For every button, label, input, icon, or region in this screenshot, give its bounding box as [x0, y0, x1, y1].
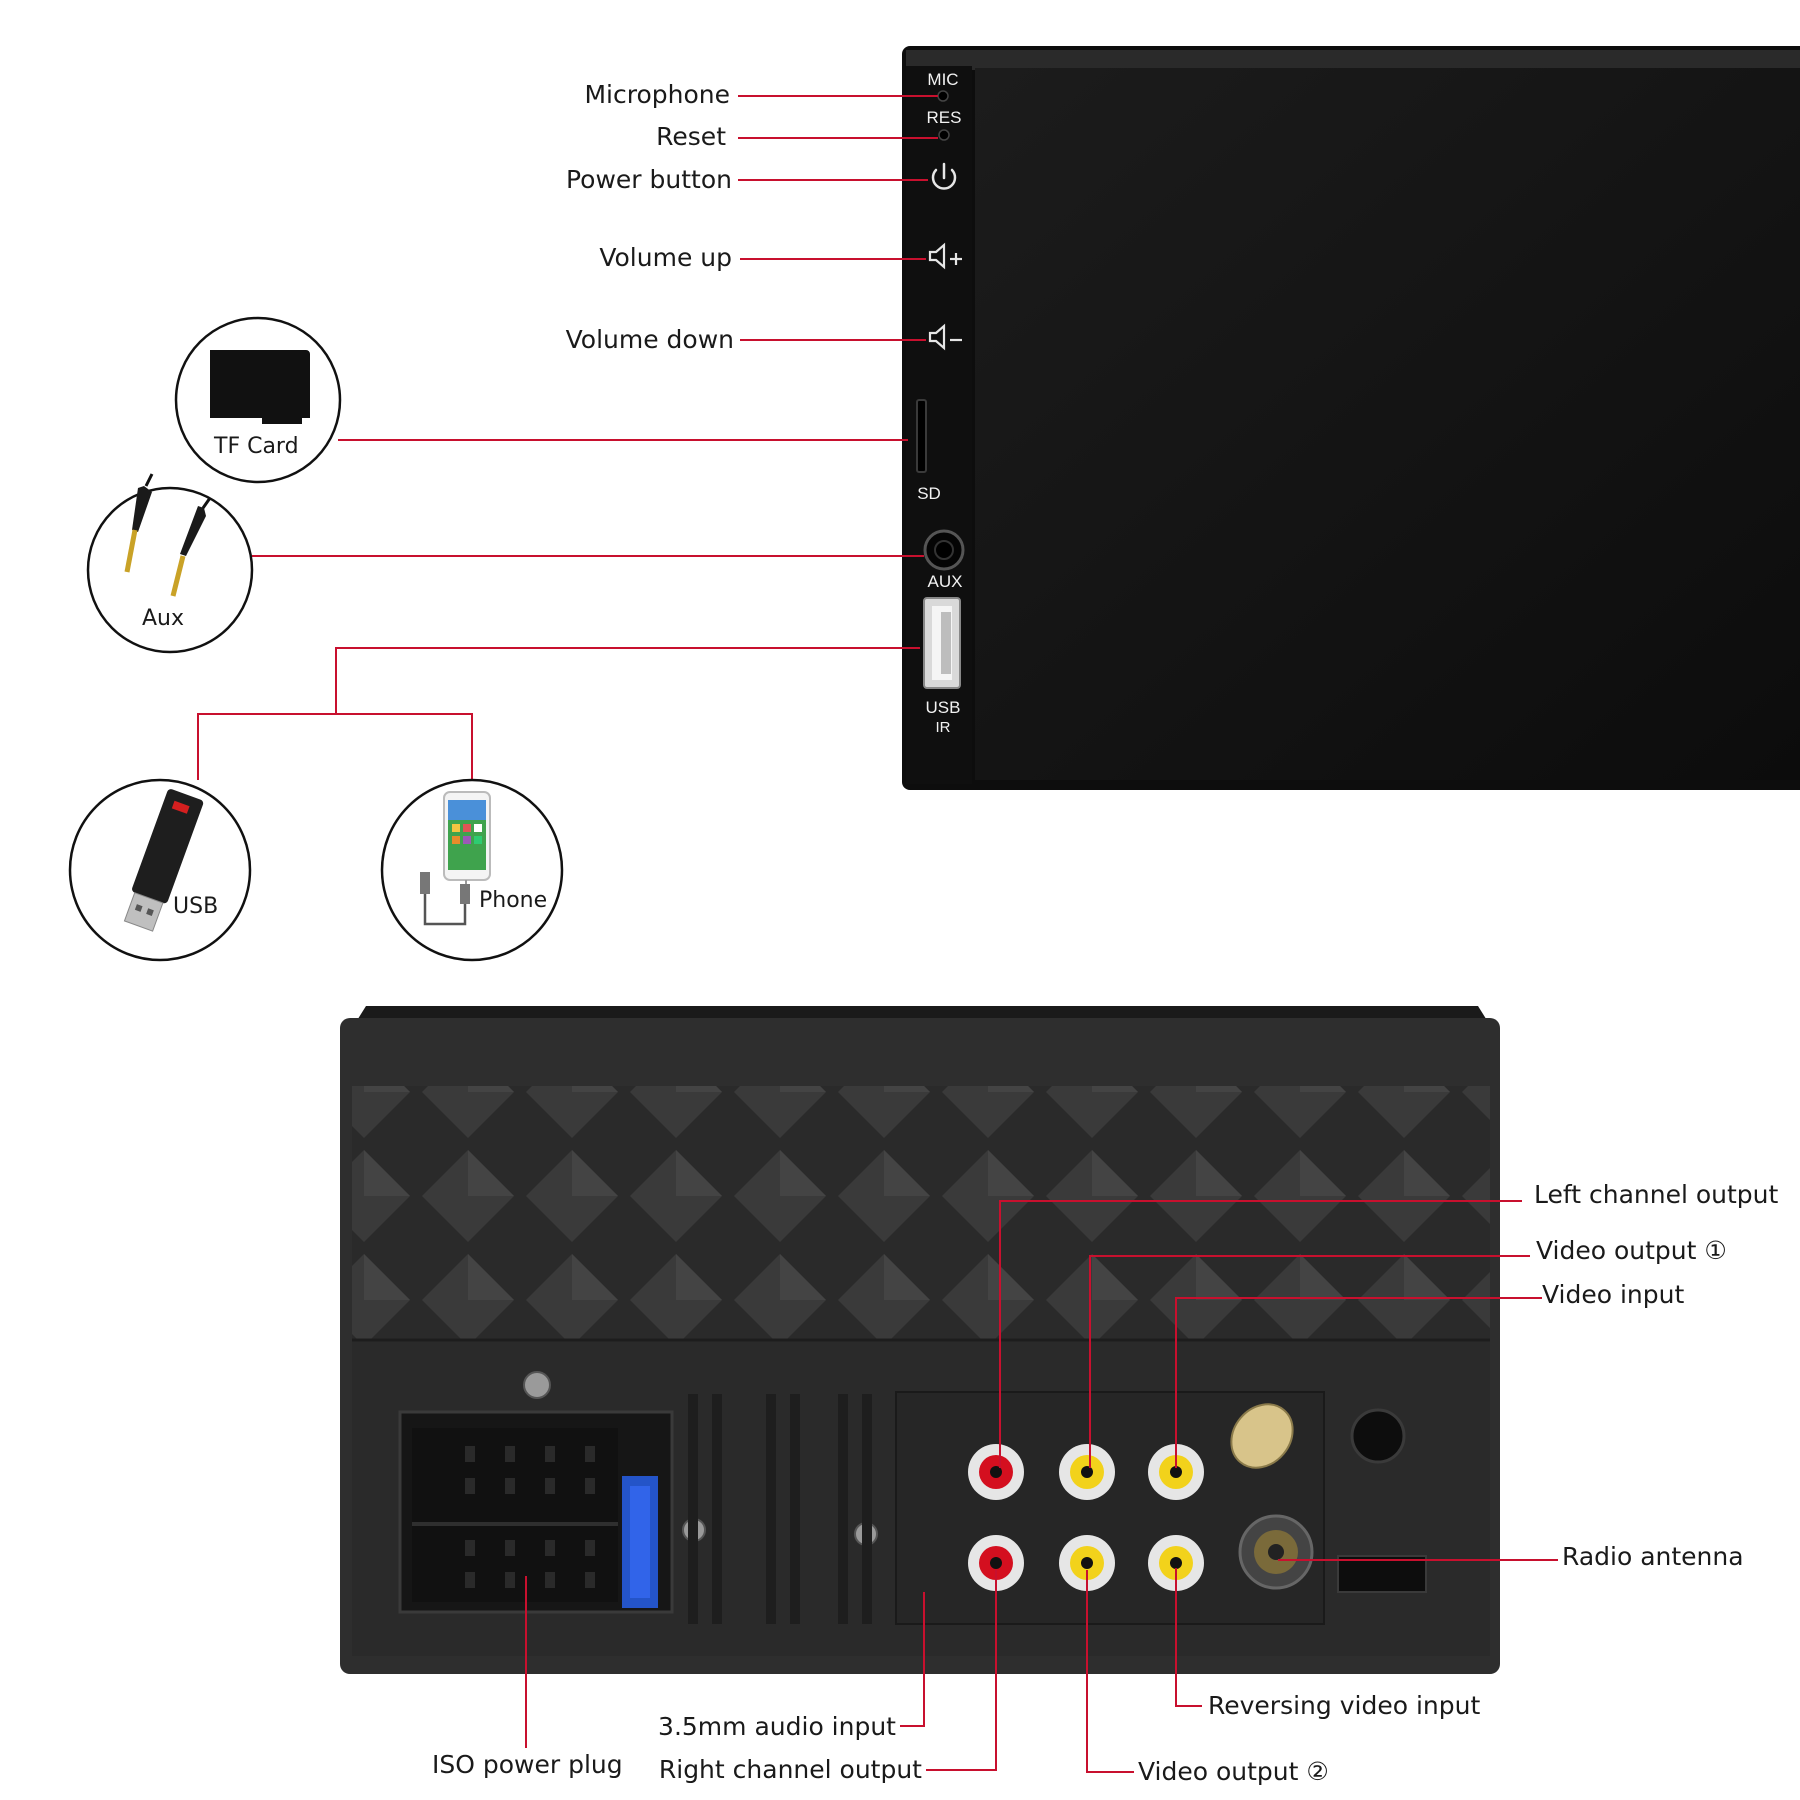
phone-label: Phone	[479, 888, 548, 913]
aux-cable-icon	[124, 473, 212, 597]
tf-card-icon	[210, 350, 310, 424]
rear-leader-lines	[525, 1200, 1558, 1773]
callout-power-button: Power button	[566, 165, 732, 194]
callout-audio-input-35: 3.5mm audio input	[658, 1712, 896, 1741]
usb-label: USB	[925, 698, 961, 717]
rca-right-channel[interactable]	[968, 1535, 1024, 1591]
aux-jack[interactable]	[923, 529, 965, 571]
mic-hole-icon	[937, 90, 949, 102]
callout-radio-antenna: Radio antenna	[1562, 1542, 1744, 1571]
callout-video-output-2: Video output ②	[1138, 1757, 1329, 1786]
res-label: RES	[926, 108, 962, 127]
mic-label: MIC	[927, 70, 959, 89]
gps-port[interactable]	[1337, 1408, 1427, 1593]
usb-circle	[68, 778, 252, 962]
tf-card-circle	[174, 316, 342, 484]
front-panel	[902, 46, 1800, 790]
rca-left-channel[interactable]	[968, 1444, 1024, 1500]
aux-accessory-label: Aux	[142, 606, 185, 631]
callout-volume-up: Volume up	[599, 243, 732, 272]
power-icon[interactable]	[931, 162, 957, 190]
callout-left-channel-output: Left channel output	[1534, 1180, 1779, 1209]
usb-stick-icon	[123, 789, 204, 932]
radio-antenna-socket[interactable]	[1238, 1514, 1314, 1590]
aux-label: AUX	[927, 572, 963, 591]
callout-reset: Reset	[656, 122, 726, 151]
callout-video-input: Video input	[1542, 1280, 1685, 1309]
tf-card-label: TF Card	[214, 434, 299, 459]
front-leader-lines	[197, 95, 938, 780]
callout-microphone: Microphone	[584, 80, 730, 109]
usb-accessory-label: USB	[173, 894, 219, 919]
rca-video-output-1[interactable]	[1059, 1444, 1115, 1500]
callout-volume-down: Volume down	[565, 325, 734, 354]
sd-label: SD	[917, 484, 941, 503]
passed-sticker	[1230, 1403, 1294, 1469]
callout-video-output-1: Video output ①	[1536, 1236, 1727, 1265]
vent-slots	[688, 1394, 872, 1624]
callout-iso-power-plug: ISO power plug	[432, 1750, 623, 1779]
aux-circle	[86, 473, 254, 654]
rca-video-input[interactable]	[1148, 1444, 1204, 1500]
phone-icon	[443, 791, 491, 890]
rca-reversing-video[interactable]	[1148, 1535, 1204, 1591]
phone-circle	[380, 778, 564, 962]
ir-label: IR	[935, 719, 951, 736]
rca-video-output-2[interactable]	[1059, 1535, 1115, 1591]
volume-up-icon[interactable]	[928, 242, 962, 270]
phone-cable-icon	[420, 872, 470, 926]
callout-right-channel-output: Right channel output	[658, 1755, 922, 1784]
callout-reversing-video-input: Reversing video input	[1208, 1691, 1481, 1720]
reset-hole-icon[interactable]	[938, 129, 950, 141]
volume-down-icon[interactable]	[928, 323, 962, 351]
sd-card-slot[interactable]	[916, 399, 927, 473]
usb-port[interactable]	[923, 597, 961, 689]
fuse-icon	[622, 1476, 658, 1608]
